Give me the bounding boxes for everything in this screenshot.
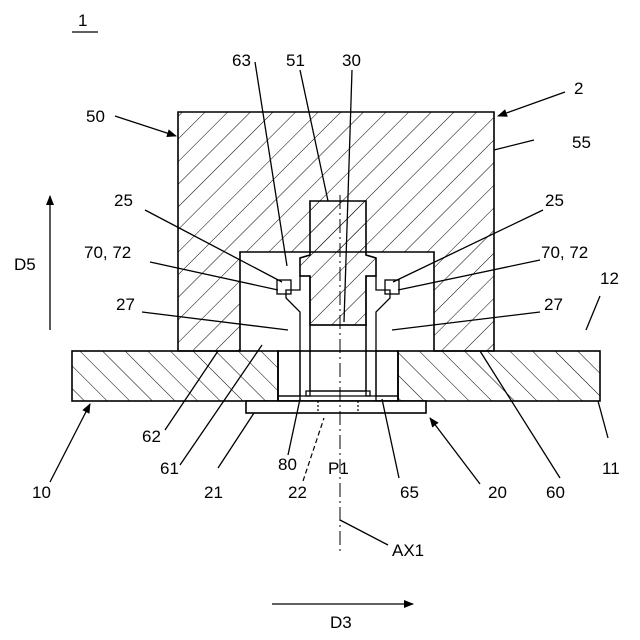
label-25-right: 25: [545, 191, 564, 210]
bottom-head: [246, 401, 426, 413]
label-70-72-right: 70, 72: [541, 243, 588, 262]
punch: [300, 201, 376, 325]
figure-number: 1: [78, 11, 87, 30]
label-10: 10: [32, 483, 51, 502]
plate: [72, 351, 600, 401]
label-D3: D3: [330, 613, 352, 632]
label-51: 51: [286, 51, 305, 70]
label-2: 2: [574, 79, 583, 98]
label-P1: P1: [328, 459, 349, 478]
label-12: 12: [600, 269, 619, 288]
label-30: 30: [342, 51, 361, 70]
label-62: 62: [142, 427, 161, 446]
label-80: 80: [278, 455, 297, 474]
label-27-left: 27: [116, 295, 135, 314]
label-25-left: 25: [114, 191, 133, 210]
inner-bore: [306, 325, 370, 396]
label-21: 21: [204, 483, 223, 502]
label-20: 20: [488, 483, 507, 502]
label-70-72-left: 70, 72: [84, 243, 131, 262]
label-D5: D5: [14, 255, 36, 274]
label-61: 61: [160, 459, 179, 478]
label-55: 55: [572, 133, 591, 152]
collar-sleeves: [278, 351, 398, 401]
label-11: 11: [602, 459, 620, 478]
label-60: 60: [546, 483, 565, 502]
label-27-right: 27: [544, 295, 563, 314]
label-AX1: AX1: [392, 541, 424, 560]
label-65: 65: [400, 483, 419, 502]
label-22: 22: [288, 483, 307, 502]
label-63: 63: [232, 51, 251, 70]
label-50: 50: [86, 107, 105, 126]
